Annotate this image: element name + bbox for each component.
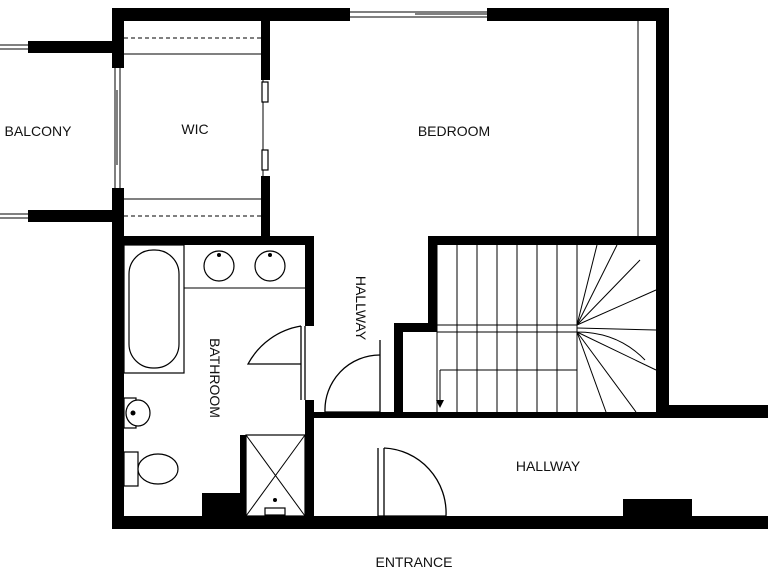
wall-hall-divider	[305, 412, 656, 418]
walls	[28, 8, 768, 529]
wic-closets	[124, 37, 269, 217]
wall-left-upper	[112, 8, 124, 68]
shower	[245, 434, 306, 517]
wall-stair-left	[428, 236, 437, 330]
toilet	[123, 451, 179, 487]
wall-wic-right-top	[261, 8, 270, 80]
wall-stair-post	[394, 323, 403, 418]
wall-bath-right-bottom	[305, 400, 314, 528]
wall-shower-left	[240, 435, 246, 528]
wall-stair-top	[428, 236, 669, 245]
wall-balcony-top	[28, 41, 112, 53]
wall-wic-right-bottom	[261, 176, 270, 240]
wall-block-bath	[202, 493, 240, 523]
label-hallway: HALLWAY	[516, 458, 581, 474]
label-balcony: BALCONY	[5, 123, 73, 139]
bidet-sink	[123, 397, 151, 429]
wall-right-stair	[656, 236, 669, 418]
wall-bath-right-top	[305, 236, 314, 326]
wall-left-lower	[112, 236, 124, 528]
wall-stair-step	[394, 323, 437, 332]
bathroom-door	[246, 325, 306, 400]
wall-balcony-bottom	[28, 210, 112, 222]
wall-bath-top	[112, 236, 314, 245]
label-entrance: ENTRANCE	[375, 554, 452, 570]
hallway-door	[324, 340, 381, 413]
wall-block-hallway	[623, 499, 692, 523]
windows	[0, 11, 487, 219]
vanity	[184, 250, 305, 289]
label-hallway-vertical: HALLWAY	[353, 276, 369, 341]
label-wic: WIC	[181, 121, 208, 137]
wall-bottom	[112, 516, 768, 529]
staircase	[436, 244, 657, 413]
label-bathroom: BATHROOM	[207, 338, 223, 418]
wall-left-mid	[112, 188, 124, 240]
wall-top-left	[112, 8, 350, 21]
wall-top-right	[487, 8, 669, 21]
wall-right-upper	[656, 8, 669, 244]
bathtub	[123, 244, 185, 374]
entrance-door	[377, 447, 447, 517]
label-bedroom: BEDROOM	[418, 123, 490, 139]
wall-right-lower	[656, 405, 768, 418]
